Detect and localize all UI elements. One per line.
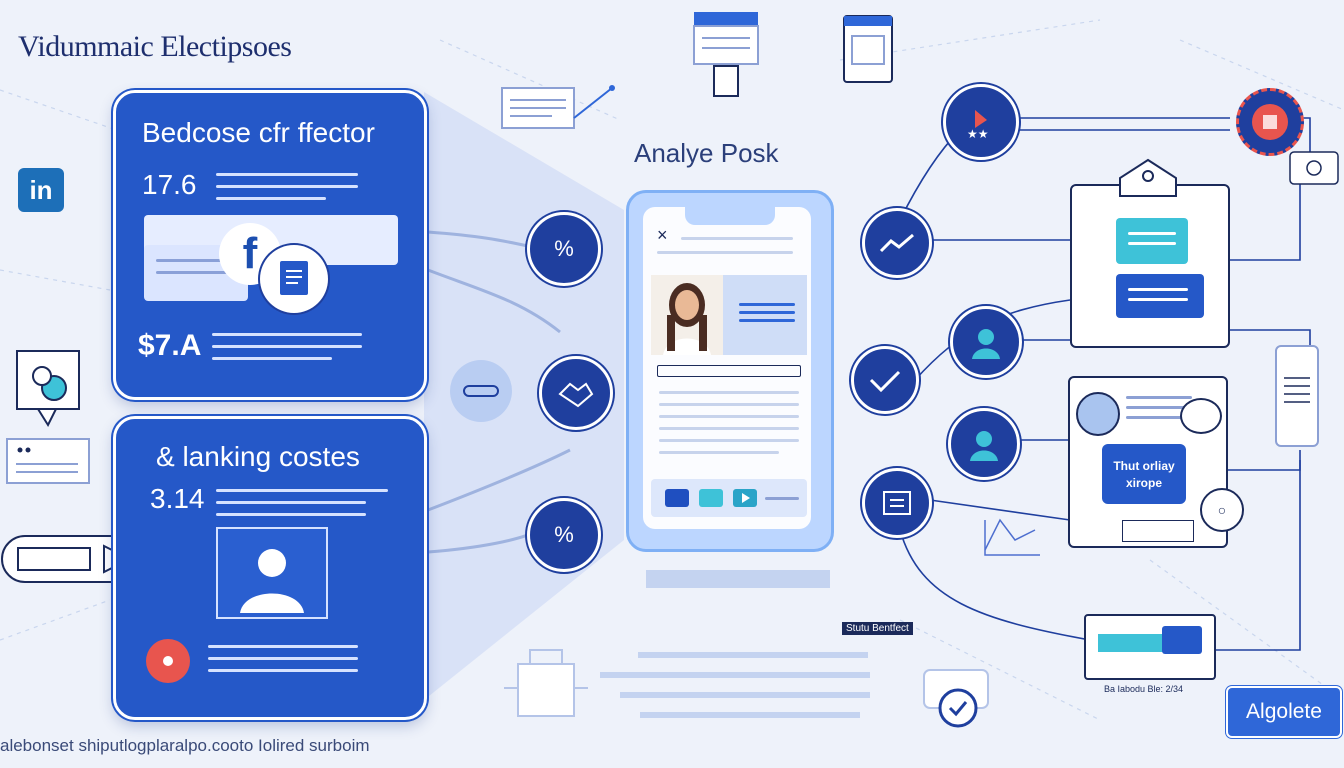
close-icon[interactable]: ×: [657, 225, 668, 245]
chat-card: [1070, 184, 1230, 348]
metric-value-secondary: $7.A: [138, 329, 202, 362]
printer-icon: [1119, 158, 1177, 197]
metric-value: 17.6: [142, 169, 197, 200]
message-card-icon: [6, 438, 90, 484]
form-card: [1084, 614, 1216, 680]
chat-bubble-2: [1116, 274, 1204, 318]
info-callout-text: Thut orliay xirope: [1113, 459, 1175, 490]
play-button[interactable]: [733, 489, 757, 507]
search-icon[interactable]: ○: [1200, 488, 1244, 532]
small-caption: Ba Iabodu Ble: 2/34: [1104, 684, 1184, 694]
panel-heading-2: & lanking costes: [156, 441, 360, 472]
metric-value-3: 3.14: [150, 483, 205, 514]
user-avatar: [216, 527, 328, 619]
handshake-icon[interactable]: [539, 356, 613, 430]
kiosk-icon: [504, 649, 588, 717]
target-icon[interactable]: [1236, 88, 1304, 156]
note-card-icon: [501, 85, 615, 129]
page-title: Vidummaic Electipsoes: [18, 30, 292, 63]
check-arrow-icon[interactable]: [851, 346, 919, 414]
chat-bubble-icon: [16, 350, 80, 428]
record-icon[interactable]: [146, 639, 190, 683]
verified-check-icon: [923, 669, 989, 728]
panel-heading: Bedcose cfr ffector: [142, 117, 375, 148]
user-icon-2[interactable]: [948, 408, 1020, 480]
chat-bubble-1: [1116, 218, 1188, 264]
profile-card: [651, 275, 807, 355]
tablet-icon: [843, 15, 893, 83]
footer-text: alebonset shiputlogplaralpo.cooto Iolire…: [0, 736, 370, 755]
folder-icon: [1289, 151, 1339, 185]
link-icon: [450, 360, 512, 422]
metrics-panel-top: Bedcose cfr ffector 17.6 f $7.A: [113, 90, 427, 400]
menu-button[interactable]: [665, 489, 689, 507]
phone-screen: ×: [643, 205, 811, 529]
message-button[interactable]: [699, 489, 723, 507]
linkedin-icon[interactable]: in: [18, 168, 64, 212]
profile-photo: [651, 275, 723, 355]
percent-icon[interactable]: %: [527, 212, 601, 286]
action-bar: [651, 479, 807, 517]
metrics-panel-bottom: & lanking costes 3.14: [113, 416, 427, 720]
status-tag: Stutu Bentfect: [842, 622, 913, 635]
server-rack-icon: [693, 12, 759, 97]
info-callout: Thut orliay xirope: [1102, 444, 1186, 504]
center-title: Analye Posk: [634, 138, 779, 168]
svg-text:★★: ★★: [967, 127, 989, 141]
percent-icon-2[interactable]: %: [527, 498, 601, 572]
phone-mockup: ×: [626, 190, 834, 552]
user-icon[interactable]: [950, 306, 1022, 378]
trend-up-icon[interactable]: [862, 208, 932, 278]
mobile-device-icon: [1275, 345, 1319, 447]
flag-icon[interactable]: ★★: [943, 84, 1019, 160]
document-badge-icon: [260, 245, 328, 313]
brand-badge[interactable]: Algolete: [1228, 688, 1340, 736]
document-icon[interactable]: [862, 468, 932, 538]
